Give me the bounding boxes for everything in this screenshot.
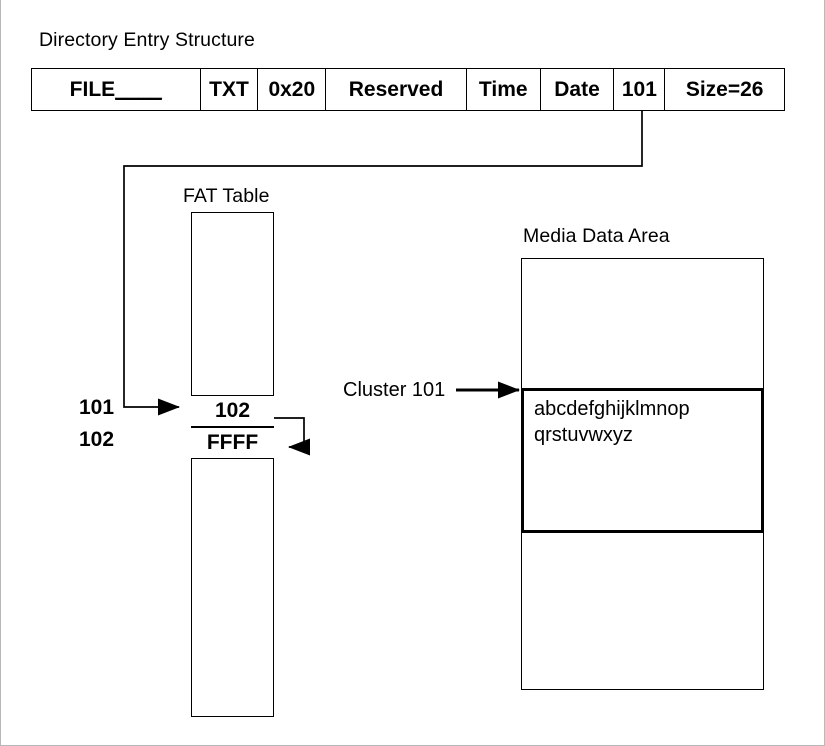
directory-entry-table: FILE____ TXT 0x20 Reserved Time Date 101…	[31, 68, 785, 111]
media-cluster-cell	[521, 388, 764, 533]
fat-row-label-102: 102	[79, 428, 115, 451]
connector-start-cluster-to-fat-entry-101	[123, 111, 643, 416]
directory-entry-heading: Directory Entry Structure	[39, 29, 255, 51]
dir-cell-extension: TXT	[201, 69, 259, 110]
media-cluster-contents: abcdefghijklmnop qrstuvwxyz	[534, 398, 690, 446]
dir-cell-start-cluster: 101	[614, 69, 666, 110]
dir-cell-reserved: Reserved	[326, 69, 467, 110]
cluster-101-label: Cluster 101	[343, 379, 446, 401]
fat-entry-101-value: 102	[191, 395, 274, 427]
dir-cell-filename-padding: ____	[115, 77, 162, 101]
fat-entry-102-value: FFFF	[191, 427, 274, 459]
connector-fat-101-to-fat-102	[274, 417, 310, 456]
dir-cell-time: Time	[467, 69, 541, 110]
dir-cell-date: Date	[541, 69, 615, 110]
dir-cell-filename-text: FILE	[69, 77, 116, 101]
media-data-area-heading: Media Data Area	[523, 225, 670, 247]
dir-cell-size: Size=26	[685, 77, 764, 101]
fat-table-box	[191, 212, 274, 717]
fat-row-label-101: 101	[79, 396, 115, 419]
fat-table-heading: FAT Table	[183, 185, 270, 207]
dir-cell-attribute: 0x20	[258, 69, 327, 110]
dir-cell-filename: FILE____	[32, 69, 201, 110]
